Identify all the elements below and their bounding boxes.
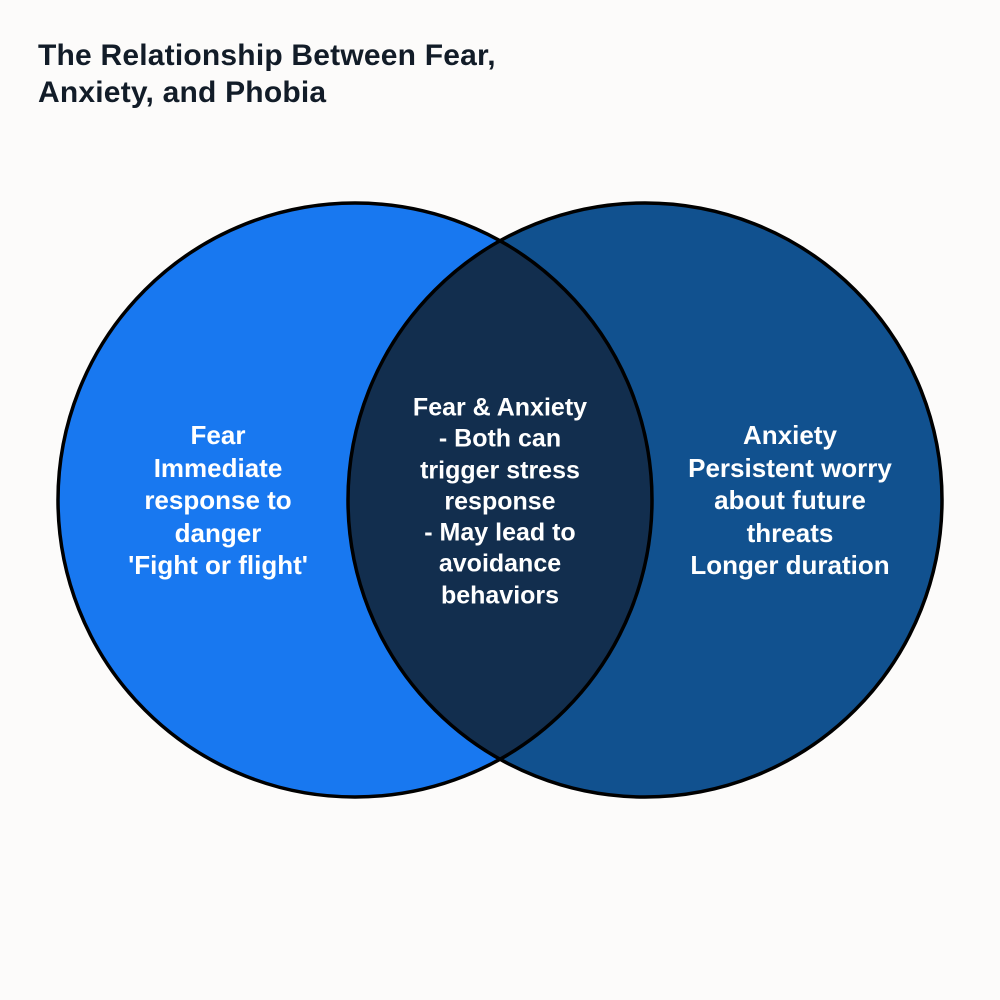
anxiety-label-line: Longer duration: [690, 549, 890, 580]
fear-label-line: Immediate response to danger: [144, 452, 292, 548]
overlap-region: [348, 203, 652, 797]
page-title: The Relationship Between Fear, Anxiety, …: [38, 39, 496, 109]
fear-label: Fear Immediate response to danger 'Fight…: [128, 419, 308, 582]
overlap-label-line: - Both can trigger stress response: [420, 424, 580, 516]
overlap-label-name: Fear & Anxiety: [412, 393, 588, 422]
anxiety-label-line: Persistent worry about future threats: [688, 452, 892, 548]
overlap-label-line: - May lead to avoidance behaviors: [424, 518, 576, 610]
fear-circle-outline: [56, 201, 654, 799]
anxiety-circle-outline: [346, 201, 944, 799]
anxiety-label-name: Anxiety: [743, 419, 837, 450]
fear-label-line: 'Fight or flight': [128, 549, 308, 580]
overlap-label: Fear & Anxiety - Both can trigger stress…: [398, 393, 603, 612]
fear-label-name: Fear: [190, 419, 246, 450]
anxiety-label: Anxiety Persistent worry about future th…: [687, 419, 893, 582]
